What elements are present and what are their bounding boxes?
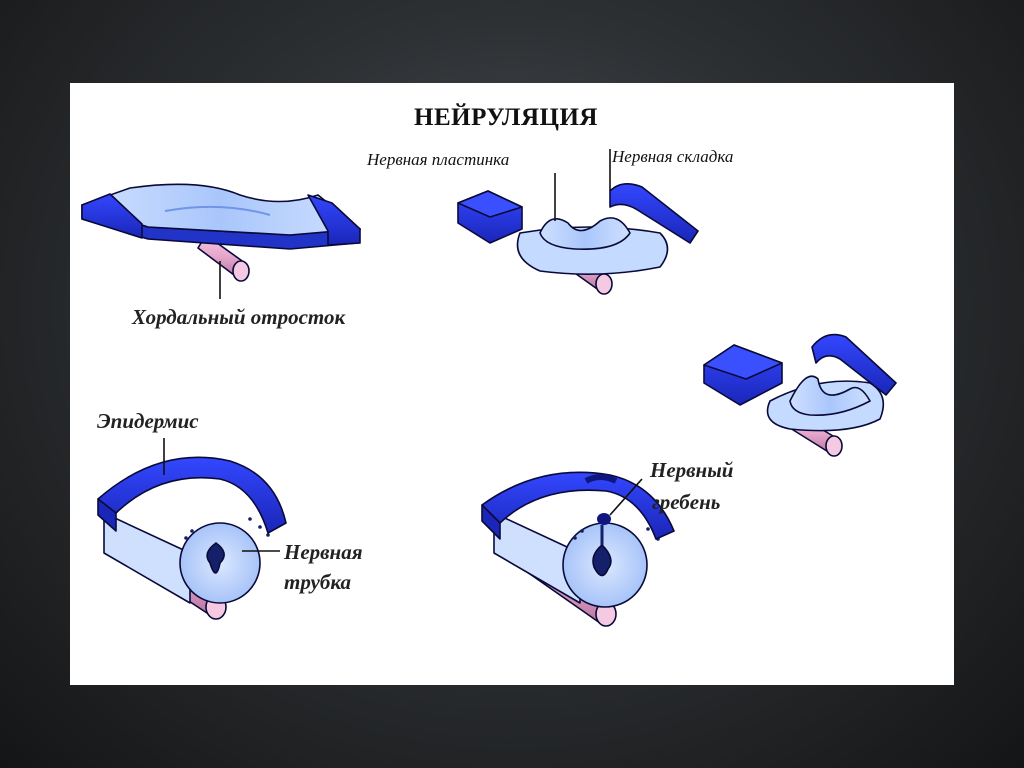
label-neural-tube-2: трубка <box>284 570 351 594</box>
stage-3-folds-closing <box>704 335 896 456</box>
label-neural-fold: Нервная складка <box>611 147 733 166</box>
slide-canvas: НЕЙРУЛЯЦИЯ Хордальный отросток <box>70 83 954 685</box>
neural-plate-slab <box>82 184 360 249</box>
label-epidermis: Эпидермис <box>97 409 199 433</box>
label-notochord: Хордальный отросток <box>131 305 346 329</box>
label-neural-plate: Нервная пластинка <box>366 150 509 169</box>
label-neural-tube-1: Нервная <box>283 540 363 564</box>
stage-4-neural-tube <box>98 457 286 619</box>
label-neural-crest-2: гребень <box>652 490 720 514</box>
stage-5-neural-crest <box>482 472 674 626</box>
label-neural-crest-1: Нервный <box>649 458 733 482</box>
stage-2-neural-folds <box>458 184 698 294</box>
neurulation-diagram: НЕЙРУЛЯЦИЯ Хордальный отросток <box>70 83 954 685</box>
stage-1-flat-plate <box>82 184 360 281</box>
diagram-title: НЕЙРУЛЯЦИЯ <box>414 103 598 131</box>
